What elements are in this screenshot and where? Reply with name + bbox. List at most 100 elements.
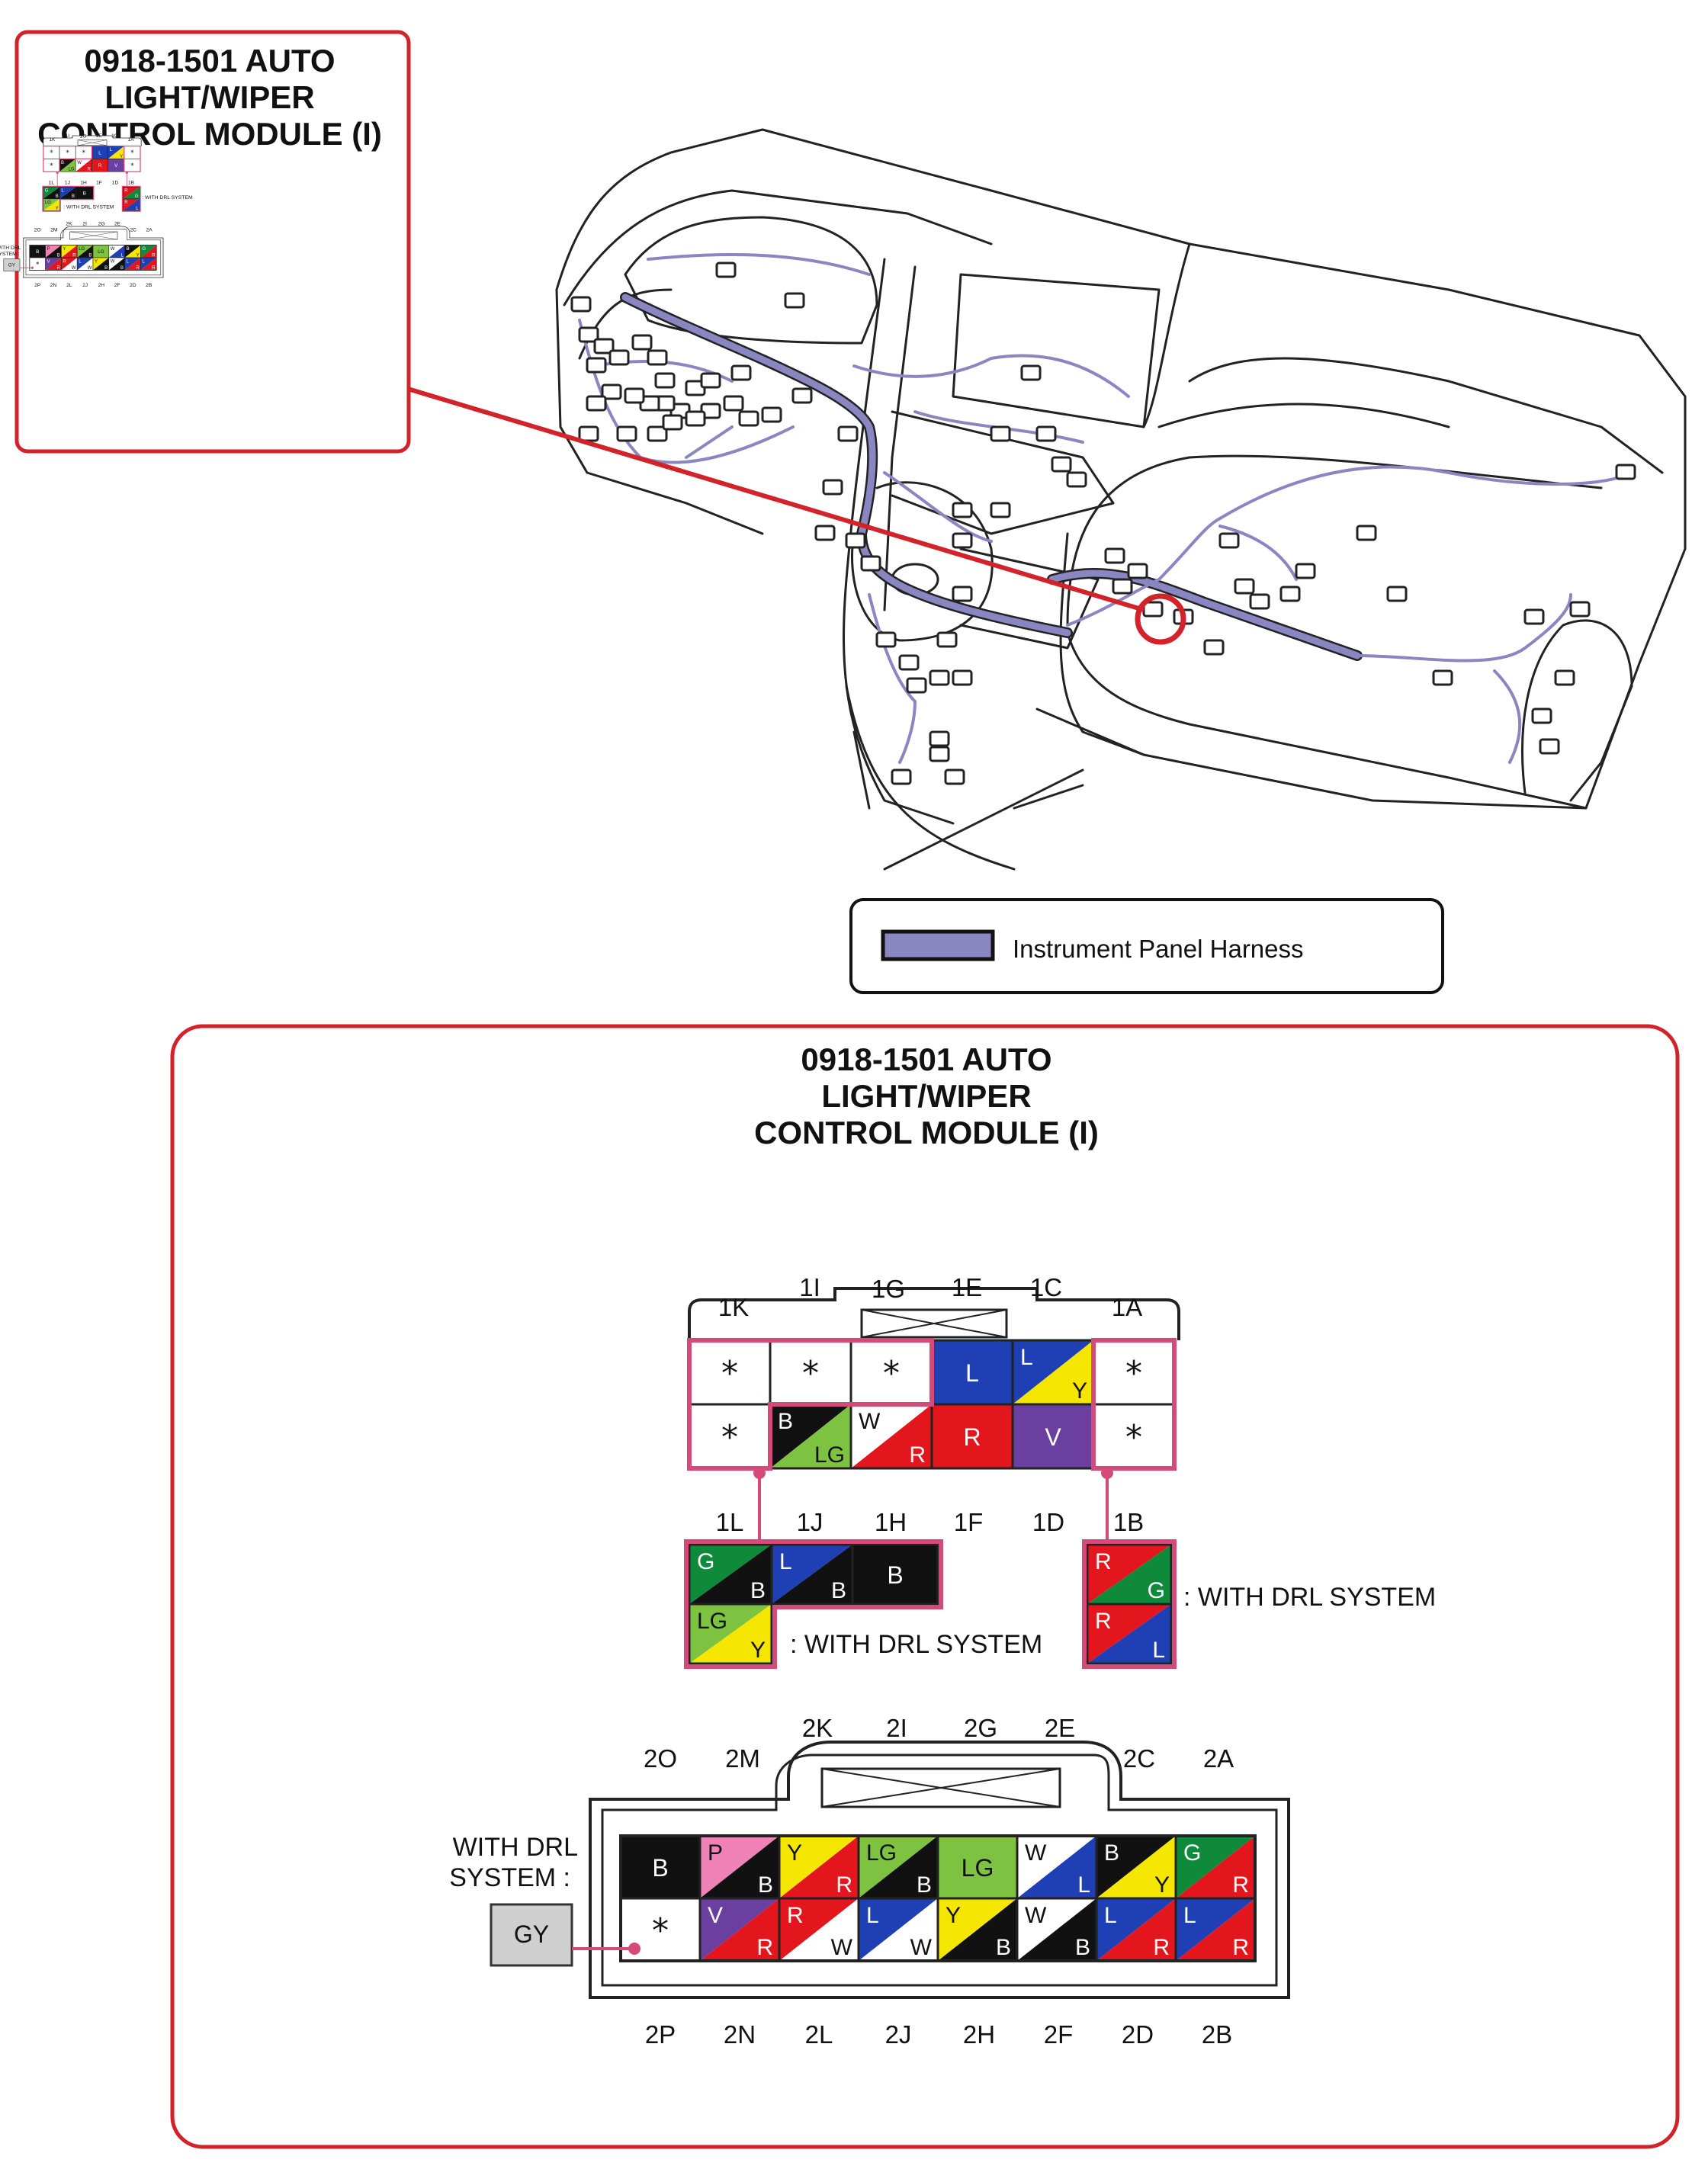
pin-2m: PB	[698, 1834, 781, 1900]
pin-2k-color-b: R	[72, 253, 76, 258]
drl-left-cell-1: GB	[688, 1543, 773, 1606]
dashboard-connector	[1386, 586, 1408, 602]
drl-left-cell-4-color-b: Y	[56, 207, 59, 211]
pin-label-bottom: 2F	[114, 283, 120, 288]
pin-label-top: 1A	[1112, 1293, 1142, 1321]
pin-2d-stripe	[1096, 1898, 1176, 1961]
pin-1d-label: V	[114, 163, 118, 168]
drl-left-cell-3: B	[851, 1543, 939, 1606]
dashboard-connector	[1615, 464, 1636, 480]
pin-label-bottom: 1J	[797, 1508, 824, 1536]
dashboard-connector	[647, 349, 668, 366]
pin-2o: B	[29, 245, 46, 258]
pin-2l-stripe	[61, 258, 78, 271]
pin-label-top: 1I	[66, 133, 70, 139]
pin-2a-stripe	[1176, 1836, 1255, 1898]
dashboard-connector	[1051, 456, 1072, 473]
drl-right-cell-2-border	[122, 198, 140, 211]
dashboard-connector	[685, 410, 706, 427]
pin-2k: YR	[61, 245, 78, 258]
pin-2a: GR	[1174, 1834, 1257, 1900]
gy-lead-dot	[628, 1943, 640, 1955]
pin-label-top: 2K	[66, 222, 72, 227]
pin-2a-color-b: R	[1232, 1872, 1249, 1898]
pin-2d: LR	[1095, 1897, 1177, 1962]
dashboard-connector	[1035, 425, 1057, 442]
pin-2g-label: LG	[962, 1854, 994, 1882]
dashboard-connector	[822, 479, 843, 496]
connector-1-latch-x2	[861, 1309, 1007, 1338]
pin-label-bottom: 2L	[805, 2020, 833, 2049]
pin-1k-label: *	[721, 1354, 738, 1393]
pin-label-top: 1I	[799, 1273, 820, 1301]
pin-label-top: 2G	[98, 222, 105, 227]
drl-left-cell-1-color-b: B	[56, 194, 59, 199]
pin-2c-color-b: Y	[136, 253, 140, 258]
drl-highlight-right	[1091, 1338, 1177, 1471]
dashboard-connector	[952, 502, 973, 518]
pin-2f-color-a: W	[111, 259, 115, 264]
drl-system-label-line-1: WITH DRL	[453, 1833, 578, 1862]
pin-label-bottom: 1B	[1113, 1508, 1144, 1536]
connector-2-latch-x2	[821, 1768, 1061, 1808]
pin-2a: GR	[140, 245, 157, 258]
harness-legend-label: Instrument Panel Harness	[1013, 935, 1304, 963]
dashboard-connector	[929, 669, 950, 686]
dashboard-connector	[578, 326, 599, 343]
pin-1a-label: *	[130, 149, 134, 157]
pin-label-top: 1C	[1030, 1273, 1062, 1301]
pin-2f: WB	[1016, 1897, 1098, 1962]
dashboard-connector	[624, 387, 645, 404]
thumbnail-panel: 0918-1501 AUTO LIGHT/WIPER CONTROL MODUL…	[0, 30, 411, 454]
drl-left-cell-3-bg	[851, 1543, 939, 1606]
pin-2h-color-a: Y	[95, 259, 98, 264]
dashboard-connector	[601, 383, 622, 400]
pin-2h-color-b: B	[996, 1935, 1011, 1960]
drl-right-dot	[1101, 1467, 1113, 1479]
dashboard-connector	[952, 586, 973, 602]
pin-1j-stripe	[770, 1404, 851, 1468]
pin-2n-color-a: V	[708, 1903, 723, 1928]
pin-2j-color-a: L	[866, 1903, 879, 1928]
dashboard-connector	[715, 261, 737, 278]
pin-1f: R	[930, 1403, 1014, 1470]
pin-1g: *	[75, 146, 92, 159]
drl-right-frame	[1082, 1539, 1177, 1669]
pin-1h: WR	[849, 1403, 933, 1470]
pin-label-top: 1E	[952, 1273, 982, 1301]
connector-1-latch-x2	[77, 140, 108, 146]
connector-2-inner	[25, 229, 162, 276]
pin-1j-color-a: B	[778, 1409, 793, 1434]
pin-2j: LW	[857, 1897, 939, 1962]
pin-label-bottom: 2N	[50, 283, 57, 288]
drl-left-dot	[753, 1467, 766, 1479]
pin-2h-color-a: Y	[946, 1903, 961, 1928]
pin-2l-stripe	[779, 1898, 859, 1961]
pin-1c-color-b: Y	[120, 155, 123, 159]
pin-1b: *	[124, 159, 141, 172]
dashboard-connector	[578, 425, 599, 442]
dashboard-connector	[814, 525, 836, 541]
dashboard-connector	[944, 768, 965, 785]
pin-1d: V	[108, 159, 125, 172]
pin-label-top: 2M	[50, 228, 57, 233]
drl-left-cell-1-color-a: G	[45, 189, 49, 194]
pin-1e-label: L	[965, 1359, 979, 1387]
gy-box-label: GY	[514, 1920, 549, 1948]
dashboard-connector	[1531, 707, 1552, 724]
pin-2j: LW	[76, 257, 94, 271]
dashboard-connector	[1104, 547, 1125, 564]
pin-2f-color-a: W	[1025, 1903, 1047, 1928]
dashboard-connector	[1020, 364, 1042, 381]
detail-title-line-2: LIGHT/WIPER	[821, 1078, 1031, 1114]
dashboard-connector	[608, 349, 630, 366]
pin-1k: *	[688, 1339, 772, 1406]
dashboard-connector	[1279, 586, 1301, 602]
drl-left-cell-2-stripe	[772, 1545, 852, 1604]
pin-2d-stripe	[124, 258, 141, 271]
dashboard-connector	[990, 502, 1011, 518]
pin-label-top: 1C	[111, 133, 118, 139]
